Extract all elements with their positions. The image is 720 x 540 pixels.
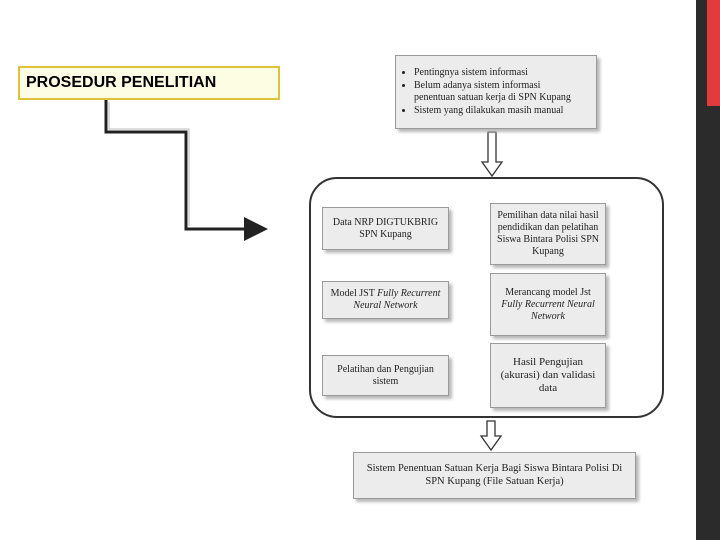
reason-item-3: Sistem yang dilakukan masih manual [414,105,571,118]
reason-item-1: Pentingnya sistem informasi [414,67,571,80]
right-edge-accent [707,0,720,106]
down-arrow-top [480,131,504,178]
background-box: Pentingnya sistem informasi Belum adanya… [395,55,597,129]
output-system-box: Sistem Penentuan Satuan Kerja Bagi Siswa… [353,452,636,499]
down-arrow-bottom [479,420,503,452]
title-connector [104,100,268,241]
page-title: PROSEDUR PENELITIAN [18,66,280,100]
